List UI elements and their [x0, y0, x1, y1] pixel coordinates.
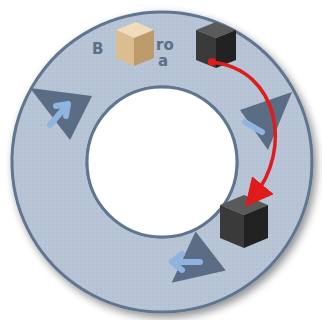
flow-marker: [30, 88, 92, 140]
ring-label: a: [158, 54, 168, 69]
ring-label: B: [92, 42, 103, 57]
ring-label: ro: [156, 38, 174, 53]
flow-marker: [158, 226, 226, 289]
ring: [12, 12, 312, 312]
dark-cube: [220, 195, 268, 248]
move-arrow: [212, 62, 275, 196]
tan-cube: [116, 22, 154, 66]
ring-hole: [87, 87, 237, 237]
